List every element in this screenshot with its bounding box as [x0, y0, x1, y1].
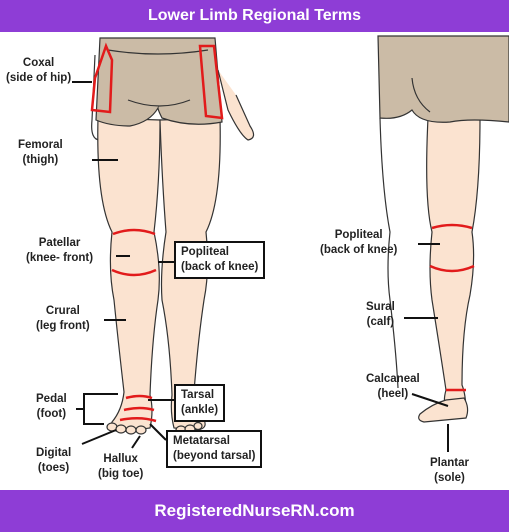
back-figure	[377, 35, 509, 423]
label-crural-term: Crural	[45, 305, 80, 317]
label-crural: Crural (leg front)	[36, 304, 90, 334]
popliteal-back-highlight-top	[431, 223, 473, 230]
front-highlights	[90, 42, 224, 423]
calcaneal-leader	[411, 393, 449, 407]
label-patellar-term: Patellar	[38, 237, 81, 249]
label-pedal-desc: (foot)	[36, 408, 67, 420]
label-metatarsal: Metatarsal (beyond tarsal)	[166, 430, 263, 468]
metatarsal-highlight	[119, 417, 157, 423]
label-metatarsal-desc: (beyond tarsal)	[173, 450, 256, 462]
label-hallux-term: Hallux	[103, 453, 138, 465]
label-patellar: Patellar (knee- front)	[26, 236, 93, 266]
label-popliteal-front-desc: (back of knee)	[181, 261, 259, 273]
patellar-highlight-bottom	[111, 268, 157, 277]
footer-site-name: RegisteredNurseRN.com	[154, 501, 355, 520]
back-leg	[426, 117, 481, 413]
pedal-bracket	[76, 393, 90, 425]
label-coxal: Coxal (side of hip)	[6, 56, 71, 86]
back-shorts	[377, 35, 509, 123]
label-popliteal-front: Popliteal (back of knee)	[174, 241, 266, 279]
coxal-highlight-right	[198, 44, 224, 120]
label-plantar-term: Plantar	[430, 457, 469, 469]
label-calcaneal: Calcaneal (heel)	[366, 372, 420, 402]
hallux-leader	[131, 435, 141, 449]
label-digital-desc: (toes)	[37, 462, 70, 474]
coxal-highlight-left	[90, 42, 114, 114]
label-plantar: Plantar (sole)	[430, 456, 469, 486]
page-title: Lower Limb Regional Terms	[147, 7, 362, 24]
label-pedal: Pedal (foot)	[36, 392, 67, 422]
patellar-highlight-top	[112, 228, 156, 236]
label-popliteal-back-term: Popliteal	[334, 229, 383, 241]
front-shorts	[95, 37, 223, 127]
label-tarsal-desc: (ankle)	[181, 404, 219, 416]
label-sural-term: Sural	[366, 301, 395, 313]
footer-banner: RegisteredNurseRN.com	[0, 490, 509, 532]
label-coxal-desc: (side of hip)	[6, 72, 72, 84]
tarsal-highlight-2	[123, 406, 155, 412]
digital-leader	[81, 429, 117, 445]
metatarsal-leader	[149, 423, 167, 441]
label-hallux-desc: (big toe)	[98, 468, 144, 480]
label-popliteal-back-desc: (back of knee)	[320, 244, 398, 256]
label-crural-desc: (leg front)	[36, 320, 90, 332]
back-highlights	[429, 223, 475, 392]
title-banner: Lower Limb Regional Terms	[0, 0, 509, 32]
label-sural: Sural (calf)	[366, 300, 395, 330]
tarsal-highlight-1	[125, 394, 153, 400]
label-sural-desc: (calf)	[366, 316, 395, 328]
label-digital: Digital (toes)	[36, 446, 71, 476]
label-femoral-desc: (thigh)	[22, 154, 59, 166]
label-femoral-term: Femoral	[18, 139, 63, 151]
label-digital-term: Digital	[36, 447, 72, 459]
label-hallux: Hallux (big toe)	[98, 452, 143, 482]
label-metatarsal-term: Metatarsal	[173, 435, 230, 447]
label-pedal-term: Pedal	[36, 393, 67, 405]
label-plantar-desc: (sole)	[434, 472, 465, 484]
label-popliteal-back: Popliteal (back of knee)	[320, 228, 397, 258]
leader-lines	[72, 81, 449, 452]
label-tarsal: Tarsal (ankle)	[174, 384, 226, 422]
label-femoral: Femoral (thigh)	[18, 138, 63, 168]
label-patellar-desc: (knee- front)	[26, 252, 94, 264]
label-calcaneal-term: Calcaneal	[366, 373, 420, 385]
front-figure	[91, 37, 255, 435]
label-popliteal-front-term: Popliteal	[181, 246, 229, 258]
label-calcaneal-desc: (heel)	[377, 388, 409, 400]
popliteal-back-highlight-bottom	[429, 264, 475, 273]
label-coxal-term: Coxal	[22, 57, 55, 69]
back-foot	[418, 397, 469, 423]
label-tarsal-term: Tarsal	[181, 389, 215, 401]
